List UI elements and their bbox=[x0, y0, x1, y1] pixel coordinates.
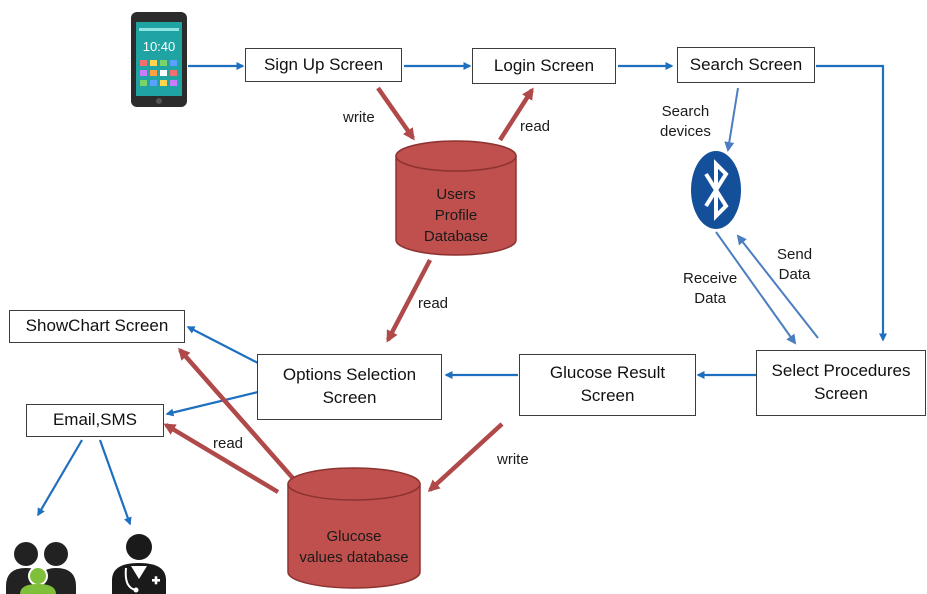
label-read-mid: read bbox=[418, 295, 449, 312]
glucose-values-database: Glucose values database bbox=[287, 467, 421, 589]
label-send-data-line1: Send bbox=[777, 246, 813, 263]
options-selection-line1: Options Selection bbox=[282, 365, 417, 385]
select-procedures-screen-box: Select Procedures Screen bbox=[756, 350, 926, 416]
arrow-select-to-bluetooth bbox=[736, 234, 819, 339]
arrow-db-read-options bbox=[386, 258, 432, 343]
login-screen-label: Login Screen bbox=[493, 55, 595, 75]
sign-up-screen-label: Sign Up Screen bbox=[263, 54, 384, 74]
user-group-icon bbox=[6, 542, 76, 594]
arrow-bluetooth-to-select bbox=[715, 231, 797, 345]
users-profile-database: Users Profile Database bbox=[395, 140, 517, 256]
glucose-db-label-line2: values database bbox=[299, 549, 408, 566]
glucose-result-line2: Screen bbox=[580, 386, 635, 405]
label-receive-data: Receive Data bbox=[683, 269, 737, 308]
label-send-data-line2: Data bbox=[778, 265, 811, 283]
showchart-screen-label: ShowChart Screen bbox=[25, 316, 169, 336]
label-write-top: write bbox=[343, 109, 375, 126]
users-db-label-line3: Database bbox=[424, 228, 488, 245]
email-sms-box: Email,SMS bbox=[26, 404, 164, 437]
arrow-email-to-users bbox=[37, 439, 83, 517]
label-receive-data-line2: Data bbox=[694, 289, 726, 307]
select-procedures-line1: Select Procedures bbox=[771, 361, 911, 381]
search-screen-label: Search Screen bbox=[689, 54, 803, 74]
arrow-gdb-read-email bbox=[163, 423, 280, 494]
glucose-result-screen-box: Glucose Result Screen bbox=[519, 354, 696, 416]
arrow-glucose-write-db bbox=[427, 422, 504, 493]
arrow-gdb-read-showchart bbox=[178, 347, 300, 486]
label-search-devices-line2: devices bbox=[660, 122, 711, 140]
label-search-devices-line1: Search bbox=[661, 103, 710, 120]
doctor-icon bbox=[112, 534, 166, 594]
label-search-devices: Search devices bbox=[660, 102, 711, 141]
sign-up-screen-box: Sign Up Screen bbox=[245, 48, 402, 82]
users-db-label-line1: Users bbox=[436, 186, 475, 203]
label-receive-data-line1: Receive bbox=[683, 270, 738, 287]
search-screen-box: Search Screen bbox=[677, 47, 815, 83]
glucose-db-label-line1: Glucose bbox=[326, 528, 381, 545]
arrow-signup-write-db bbox=[376, 86, 415, 141]
arrow-options-to-email bbox=[165, 390, 259, 417]
smartphone-icon: 10:40 bbox=[131, 12, 187, 107]
arrow-db-read-login bbox=[498, 87, 534, 142]
label-send-data: Send Data bbox=[777, 245, 812, 284]
bluetooth-icon bbox=[691, 151, 741, 229]
glucose-result-line1: Glucose Result bbox=[549, 363, 666, 383]
showchart-screen-box: ShowChart Screen bbox=[9, 310, 185, 343]
arrow-email-to-doctor bbox=[98, 439, 132, 526]
label-read-bottom: read bbox=[213, 435, 244, 452]
arrow-search-to-select bbox=[816, 64, 887, 342]
label-read-top: read bbox=[520, 118, 551, 135]
users-db-label-line2: Profile bbox=[435, 207, 478, 224]
options-selection-screen-box: Options Selection Screen bbox=[257, 354, 442, 420]
login-screen-box: Login Screen bbox=[472, 48, 616, 84]
options-selection-line2: Screen bbox=[322, 388, 377, 407]
email-sms-label: Email,SMS bbox=[52, 410, 138, 430]
label-write-bottom: write bbox=[497, 451, 529, 468]
select-procedures-line2: Screen bbox=[814, 384, 868, 403]
arrow-options-to-showchart bbox=[186, 326, 259, 364]
arrow-search-to-bluetooth bbox=[724, 87, 739, 152]
phone-clock: 10:40 bbox=[143, 39, 176, 54]
